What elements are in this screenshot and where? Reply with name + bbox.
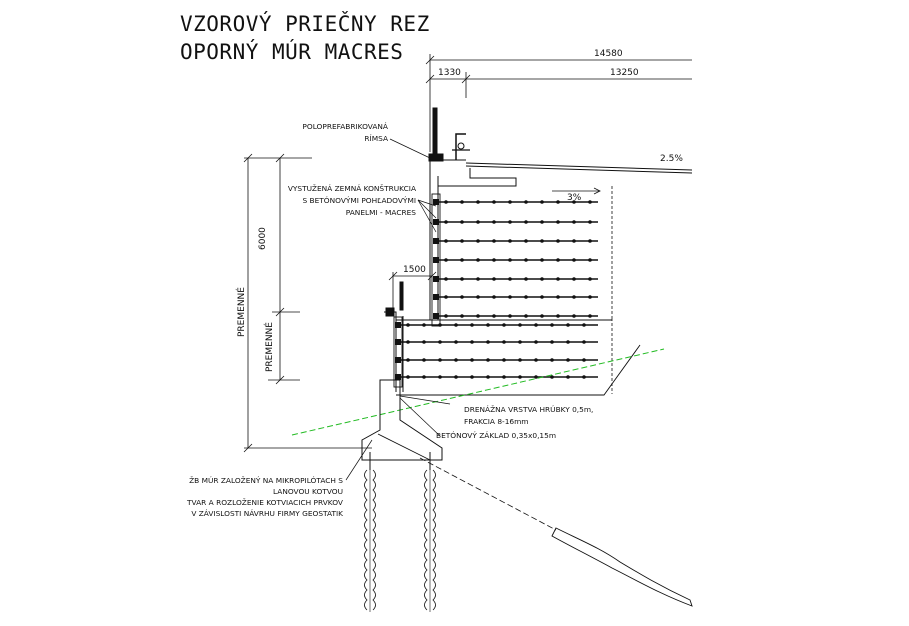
backfill-slope-label: 3% (567, 193, 582, 203)
ground-anchor (419, 457, 693, 607)
facing-panel-connection (395, 357, 401, 363)
reinforcement-strip (433, 238, 598, 244)
label-pile-2: LANOVOU KOTVOU (273, 487, 343, 496)
top-dimensions (425, 54, 692, 152)
foundation-block (361, 379, 443, 461)
reinforcement-strip (433, 257, 598, 263)
step-dimension (388, 271, 437, 310)
label-reinforced-3: PANELMI - MACRES (346, 208, 417, 217)
label-drain-1: DRENÁŽNA VRSTVA HRÚBKY 0,5m, (464, 405, 593, 414)
facing-panel-connection (433, 238, 439, 244)
reinforcement-strip (395, 374, 598, 380)
road-surface (465, 162, 693, 171)
dim-lower-step: 1500 (403, 265, 426, 275)
anchor-free-length (419, 457, 557, 531)
facing-panels (393, 316, 403, 388)
label-reinforced-1: VYSTUŽENÁ ZEMNÁ KONŠTRUKCIA (288, 184, 416, 193)
cornice-railing (428, 107, 470, 162)
reinforcement-strip (433, 294, 598, 300)
anchor-grout-body (551, 527, 693, 607)
micropile (424, 452, 436, 612)
facing-panel-connection (433, 257, 439, 263)
facing-panel-connection (395, 374, 401, 380)
facing-panel-connection (433, 276, 439, 282)
facing-panel-connection (433, 219, 439, 225)
lower-step-cornice (384, 281, 612, 392)
dim-variable-outer: PREMENNÉ (235, 287, 247, 337)
dim-variable-inner: PREMENNÉ (263, 322, 275, 372)
reinforcement-strip (395, 322, 598, 328)
upper-reinforced-wall (431, 186, 613, 327)
facing-panel-connection (433, 199, 439, 205)
dim-wall-height: 6000 (258, 227, 268, 250)
reinforcement-strip (395, 357, 598, 363)
label-cornice-2: RÍMSA (364, 134, 388, 143)
dim-right-part: 13250 (610, 68, 639, 78)
micropiles (364, 452, 436, 612)
facing-panel-connection (433, 313, 439, 319)
left-dimensions (243, 153, 372, 453)
reinforcement-strip (395, 339, 598, 345)
facing-panel-connection (395, 322, 401, 328)
micropile (364, 452, 376, 612)
facing-panel-connection (395, 339, 401, 345)
road-slope-label: 2.5% (660, 154, 683, 164)
facing-panels (431, 193, 441, 327)
leader-lines (345, 138, 451, 481)
label-cornice-1: POLOPREFABRIKOVANÁ (302, 122, 388, 131)
label-pile-4: V ZÁVISLOSTI NÁVRHU FIRMY GEOSTATIK (191, 509, 343, 518)
road-deck (429, 159, 693, 320)
label-drain-2: FRAKCIA 8-16mm (464, 417, 529, 426)
dim-left-part: 1330 (438, 68, 461, 78)
railing-post (432, 107, 438, 161)
terrain-line (291, 348, 665, 436)
label-footing: BETÓNOVÝ ZÁKLAD 0,35x0,15m (436, 431, 556, 440)
dim-total-width: 14580 (594, 49, 623, 59)
foundation-outline (361, 379, 443, 461)
label-reinforced-2: S BETÓNOVÝMI POHĽADOVÝMI (303, 196, 416, 205)
label-pile-3: TVAR A ROZLOŽENIE KOTVIACICH PRVKOV (186, 498, 343, 507)
reinforcement-strip (433, 199, 598, 205)
lower-reinforced-wall (393, 316, 641, 396)
drawing-title-line1: VZOROVÝ PRIEČNY REZ (180, 12, 430, 36)
drawing-title-line2: OPORNÝ MÚR MACRES (180, 40, 404, 64)
facing-panel-connection (433, 294, 439, 300)
reinforcement-strip (433, 276, 598, 282)
label-pile-1: ŽB MÚR ZALOŽENÝ NA MIKROPILÓTACH S (189, 476, 343, 485)
reinforcement-strip (433, 219, 598, 225)
reinforcement-strip (433, 313, 598, 319)
